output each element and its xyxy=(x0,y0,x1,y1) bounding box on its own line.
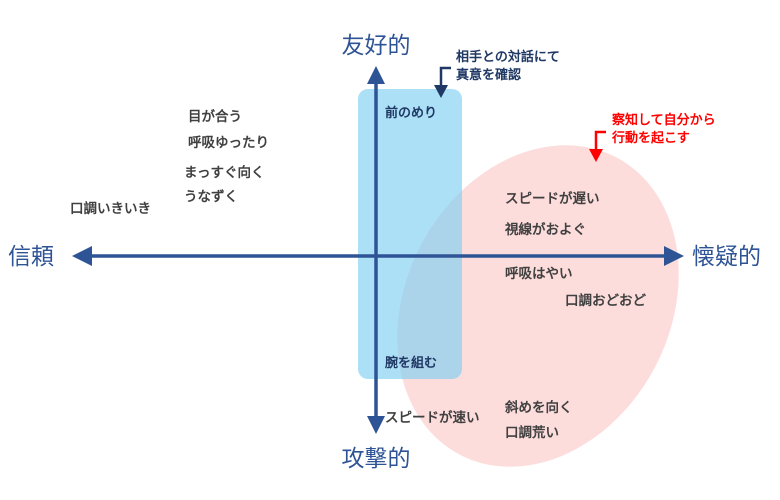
behavior-trust-3: まっすぐ向く xyxy=(184,164,264,181)
blue-annotation: 相手との対話にて 真意を確認 xyxy=(434,49,560,98)
behavior-aggressive-3: 口調荒い xyxy=(505,424,559,441)
behavior-doubt-1: スピードが遅い xyxy=(505,190,600,207)
pink-zone xyxy=(397,145,679,467)
behavior-trust-4: うなずく xyxy=(184,188,238,205)
axis-label-right: 懐疑的 xyxy=(692,244,761,270)
blue-note-arrow xyxy=(439,66,451,86)
axis-label-left: 信頼 xyxy=(8,244,54,270)
behavior-trust-1: 目が合う xyxy=(188,108,242,125)
red-note-line-1: 察知して自分から xyxy=(612,112,716,128)
blue-note-line-2: 真意を確認 xyxy=(456,67,521,83)
left-arrow-head-icon xyxy=(72,246,92,266)
red-note-arrow-head-icon xyxy=(589,149,603,162)
vertical-axis xyxy=(367,66,385,434)
trust-behaviors: 目が合う 呼吸ゆったり まっすぐ向く うなずく 口調いきいき xyxy=(70,108,269,217)
red-note-line-2: 行動を起こす xyxy=(611,130,690,146)
blue-note-line-1: 相手との対話にて xyxy=(456,49,560,65)
blue-zone xyxy=(358,89,462,379)
behavior-aggressive-1: スピードが速い xyxy=(385,409,480,426)
blue-zone-label-bottom: 腕を組む xyxy=(385,355,437,371)
horizontal-axis xyxy=(72,246,684,266)
blue-note-arrow-head-icon xyxy=(434,85,448,98)
red-annotation: 察知して自分から 行動を起こす xyxy=(589,112,716,162)
red-note-arrow xyxy=(594,130,606,150)
behavior-trust-5: 口調いきいき xyxy=(70,200,151,217)
top-arrow-head-icon xyxy=(367,66,385,84)
behavior-doubt-3: 呼吸はやい xyxy=(505,265,573,282)
aggressive-behaviors: スピードが速い 斜めを向く 口調荒い xyxy=(385,399,573,441)
behavior-doubt-2: 視線がおよぐ xyxy=(504,221,586,238)
behavior-trust-2: 呼吸ゆったり xyxy=(188,134,269,151)
doubt-behaviors: スピードが遅い 視線がおよぐ 呼吸はやい 口調おどおど xyxy=(504,190,646,309)
right-arrow-head-icon xyxy=(664,246,684,266)
axis-label-top: 友好的 xyxy=(342,33,411,59)
blue-zone-label-top: 前のめり xyxy=(385,105,437,121)
bottom-arrow-head-icon xyxy=(367,416,385,434)
behavior-doubt-4: 口調おどおど xyxy=(565,292,646,309)
axis-label-bottom: 攻撃的 xyxy=(342,446,411,472)
behavior-aggressive-2: 斜めを向く xyxy=(504,399,573,416)
